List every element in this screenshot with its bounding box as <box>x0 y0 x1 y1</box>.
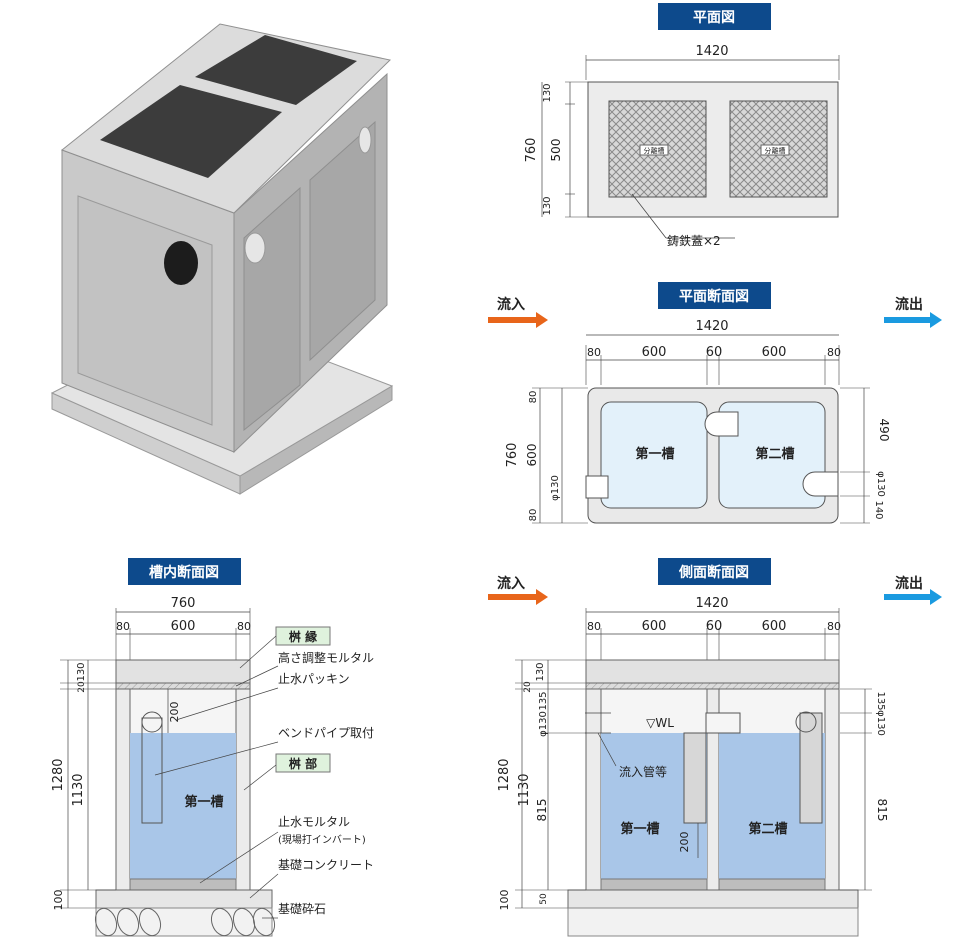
is-dim-1280: 1280 <box>51 758 66 791</box>
is-tank-1-label: 第一槽 <box>184 794 223 810</box>
plan-dim-130-top: 130 <box>542 83 553 102</box>
ss-seg-600-left: 600 <box>642 619 667 634</box>
inflow-arrow-icon-2 <box>488 589 548 605</box>
ps-tank-1 <box>600 401 708 509</box>
ps-tank-2-label: 第二槽 <box>755 446 794 462</box>
label-waterproof: 止水モルタル <box>278 815 350 829</box>
plan-section-view: 1420 80 600 60 600 80 第一槽 第二槽 80 600 80 … <box>505 319 891 524</box>
ss-seg-80-left: 80 <box>587 620 601 633</box>
is-seg-600: 600 <box>171 619 196 634</box>
inflow-label-2: 流入 <box>497 575 525 592</box>
ss-dim-135: 135 <box>538 691 549 710</box>
ss-width-label: 1420 <box>695 596 728 611</box>
ss-dim-1130: 1130 <box>517 773 532 806</box>
plan-view: 1420 分離槽 分離槽 130 500 130 760 鋳鉄蓋×2 <box>524 44 840 248</box>
cover-badge-right: 分離槽 <box>765 146 786 155</box>
ss-right-dim-135: 135 <box>875 691 886 710</box>
side-opening-icon-2 <box>358 126 372 154</box>
ss-right-dim-phi130: φ130 <box>875 710 886 736</box>
ps-tank-2 <box>718 401 826 509</box>
ps-seg-60: 60 <box>706 345 723 360</box>
ss-seg-80-right: 80 <box>827 620 841 633</box>
ss-tank-1-label: 第一槽 <box>620 821 659 837</box>
ps-left-dim-80-top: 80 <box>528 391 539 404</box>
label-mortar: 高さ調整モルタル <box>278 650 374 665</box>
ps-right-dim-140: 140 <box>873 500 884 519</box>
ss-dim-1280: 1280 <box>497 758 512 791</box>
ps-seg-600-left: 600 <box>642 345 667 360</box>
inflow-arrow-icon <box>488 312 548 328</box>
plan-width-label: 1420 <box>695 44 728 59</box>
ss-dim-50: 50 <box>539 893 549 905</box>
inner-section-view: 760 80 600 80 第一槽 200 <box>51 596 374 937</box>
inner-section-header: 槽内断面図 <box>149 564 219 581</box>
ss-dim-phi130: φ130 <box>538 711 549 737</box>
label-gravel: 基礎砕石 <box>278 901 326 916</box>
outflow-arrow-icon-2 <box>884 589 942 605</box>
is-seg-80-left: 80 <box>116 620 130 633</box>
ss-dim-100: 100 <box>498 890 511 911</box>
is-dim-20: 20 <box>77 681 87 693</box>
side-section-view: 1420 80 600 60 600 80 第一槽 第二槽 ▽WL 流入管等 <box>497 596 889 937</box>
ss-seg-60: 60 <box>706 619 723 634</box>
ps-seg-80-right: 80 <box>827 346 841 359</box>
label-packing: 止水パッキン <box>278 672 350 686</box>
side-section-header: 側面断面図 <box>678 564 749 581</box>
ps-tank-1-label: 第一槽 <box>635 446 674 462</box>
outflow-arrow-icon <box>884 312 942 328</box>
side-opening-icon <box>244 232 266 264</box>
cover-callout: 鋳鉄蓋×2 <box>667 233 721 248</box>
label-invert: (現場打インバート) <box>278 833 366 846</box>
ss-wl-label: ▽WL <box>646 716 674 730</box>
ss-dim-815: 815 <box>535 799 549 822</box>
is-dim-130: 130 <box>76 662 87 681</box>
ps-seg-80-left: 80 <box>587 346 601 359</box>
label-masu-rim: 桝 縁 <box>289 629 317 644</box>
is-width-label: 760 <box>171 596 196 611</box>
lid-2 <box>195 35 357 105</box>
ss-dim-20: 20 <box>523 681 533 693</box>
ss-dim-130: 130 <box>535 662 546 681</box>
ps-right-dim-130: φ130 <box>875 471 886 497</box>
label-bend-pipe: ベンドパイプ取付 <box>278 726 374 740</box>
plan-dim-500: 500 <box>549 139 563 162</box>
ps-left-total: 760 <box>505 443 520 468</box>
cover-badge-left: 分離槽 <box>644 146 665 155</box>
outflow-label-1: 流出 <box>895 296 923 313</box>
pipe-opening-icon <box>164 241 198 285</box>
ss-inflow-pipe-label: 流入管等 <box>619 764 667 779</box>
plan-section-header: 平面断面図 <box>679 288 749 305</box>
side-panel-2 <box>309 120 376 362</box>
ss-tank-2-label: 第二槽 <box>748 821 787 837</box>
ps-left-dim-600: 600 <box>525 444 539 467</box>
headers: 平面図 平面断面図 槽内断面図 側面断面図 <box>128 3 771 585</box>
ss-baffle-dim: 200 <box>678 832 691 853</box>
ps-seg-600-right: 600 <box>762 345 787 360</box>
plan-height-label: 760 <box>524 138 539 163</box>
is-dim-1130: 1130 <box>71 773 86 806</box>
isometric-view <box>50 23 394 495</box>
inflow-label-1: 流入 <box>497 296 525 313</box>
ss-right-dim-815: 815 <box>875 799 889 822</box>
flow-arrows: 流入 流出 流入 流出 <box>488 296 942 605</box>
is-seg-80-right: 80 <box>237 620 251 633</box>
ps-right-dim-490: 490 <box>877 419 891 442</box>
is-dim-100: 100 <box>52 890 65 911</box>
ps-width-label: 1420 <box>695 319 728 334</box>
label-masu-body: 桝 部 <box>289 756 317 771</box>
ss-seg-600-right: 600 <box>762 619 787 634</box>
label-concrete: 基礎コンクリート <box>278 858 374 872</box>
plan-header: 平面図 <box>693 10 735 26</box>
lid-1 <box>100 85 282 178</box>
ps-left-dim-80-bottom: 80 <box>528 509 539 522</box>
is-pipe-depth: 200 <box>168 702 181 723</box>
ps-inlet-dim: φ130 <box>550 475 561 501</box>
outflow-label-2: 流出 <box>895 575 923 592</box>
plan-dim-130-bottom: 130 <box>542 196 553 215</box>
